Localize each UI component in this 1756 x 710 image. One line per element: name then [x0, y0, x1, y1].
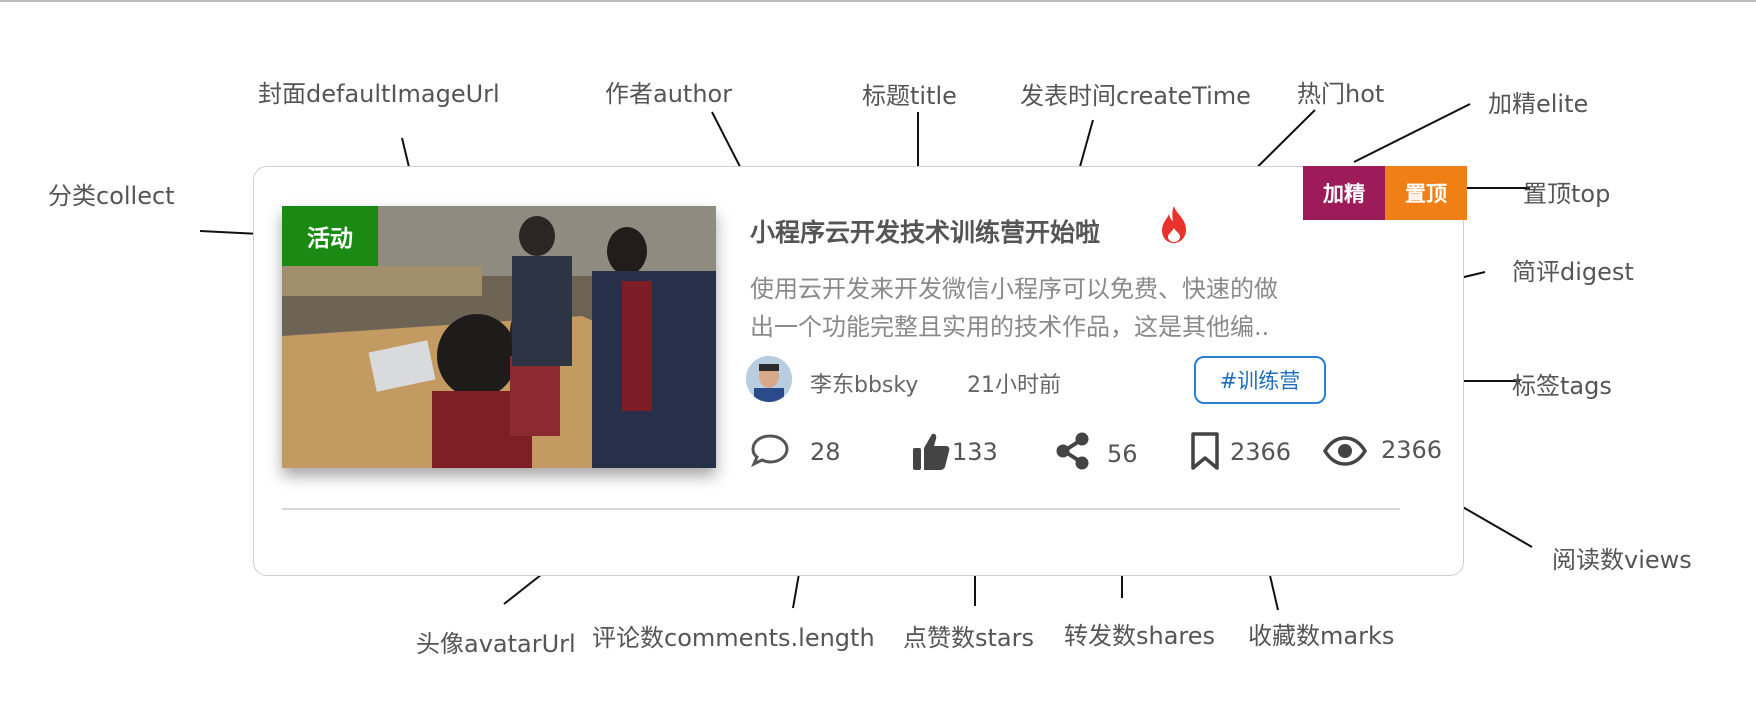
annotation-hot: 热门hot [1297, 80, 1385, 108]
annotation-marks: 收藏数marks [1248, 622, 1395, 650]
avatar-photo [746, 356, 792, 402]
annotation-shares: 转发数shares [1064, 622, 1216, 650]
annotation-digest: 简评digest [1512, 258, 1634, 286]
annotation-views: 阅读数views [1552, 546, 1692, 574]
annotation-comments: 评论数comments.length [592, 624, 875, 652]
annotation-stars: 点赞数stars [903, 624, 1034, 652]
annotation-avatar: 头像avatarUrl [416, 630, 576, 658]
digest-line: 出一个功能完整且实用的技术作品，这是其他编.. [750, 313, 1270, 341]
bookmark-icon[interactable] [1190, 432, 1220, 474]
article-digest: 使用云开发来开发微信小程序可以免费、快速的做 出一个功能完整且实用的技术作品，这… [750, 270, 1370, 346]
create-time: 21小时前 [967, 373, 1061, 398]
marks-count: 2366 [1230, 438, 1292, 466]
top-badge: 置顶 [1385, 166, 1467, 220]
share-icon[interactable] [1054, 432, 1090, 474]
stars-count: 133 [952, 438, 998, 466]
avatar[interactable] [746, 356, 792, 402]
annotation-title: 标题title [862, 82, 957, 110]
annotation-elite: 加精elite [1488, 90, 1589, 118]
hot-flame-icon [1158, 204, 1190, 248]
author-name[interactable]: 李东bbsky [810, 373, 919, 398]
digest-line: 使用云开发来开发微信小程序可以免费、快速的做 [750, 275, 1278, 303]
annotation-create-time: 发表时间createTime [1020, 82, 1251, 110]
category-badge[interactable]: 活动 [282, 206, 378, 266]
annotation-cover: 封面defaultImageUrl [258, 80, 500, 108]
annotation-author: 作者author [605, 80, 733, 108]
card-divider [282, 508, 1400, 510]
shares-count: 56 [1107, 440, 1138, 468]
views-count: 2366 [1381, 436, 1443, 464]
thumbs-up-icon[interactable] [911, 430, 951, 476]
leader-elite [1353, 103, 1471, 163]
eye-icon[interactable] [1322, 436, 1368, 470]
elite-badge: 加精 [1303, 166, 1385, 220]
annotation-tags: 标签tags [1512, 372, 1612, 400]
comments-count: 28 [810, 438, 841, 466]
annotation-top: 置顶top [1523, 180, 1611, 208]
top-divider [0, 0, 1756, 2]
tag-chip[interactable]: #训练营 [1194, 356, 1326, 404]
article-title[interactable]: 小程序云开发技术训练营开始啦 [750, 218, 1101, 247]
annotation-collect: 分类collect [48, 182, 175, 210]
comment-icon[interactable] [750, 432, 790, 472]
